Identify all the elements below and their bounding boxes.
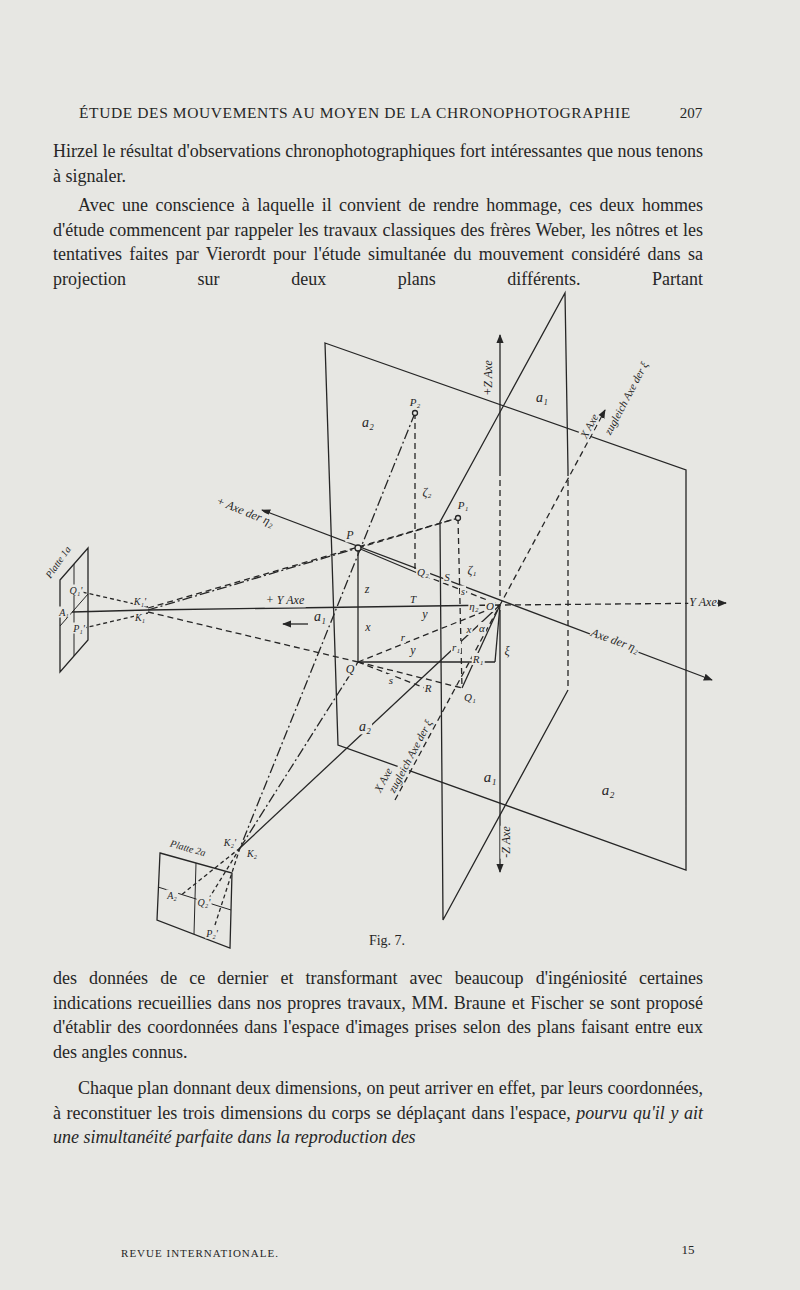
construction-line-part	[148, 548, 358, 610]
plate-outline-part	[157, 853, 232, 948]
coordinate-label: r₁	[451, 641, 461, 653]
plate-point-label: A₂	[166, 890, 178, 901]
coordinate-label: s	[388, 674, 394, 686]
plane-label: a₂	[601, 782, 616, 799]
point-label: R	[424, 682, 433, 694]
axis-label: -Z Axe	[500, 825, 513, 858]
coordinate-label: s	[460, 586, 466, 597]
plane-label: a₂	[361, 415, 375, 430]
running-head: ÉTUDE DES MOUVEMENTS AU MOYEN DE LA CHRO…	[78, 104, 632, 121]
photo-plate: Platte 2a A₂ Q₂' P₂'	[150, 840, 250, 955]
axis-label: X Axe	[577, 411, 601, 441]
coordinate-label: ζ₂	[421, 486, 432, 499]
projection-plane-part	[567, 470, 568, 690]
coordinate-axis-part	[240, 605, 500, 848]
figure-caption: Fig. 7.	[368, 933, 406, 948]
construction-line-part	[462, 605, 500, 688]
plate-title: Platte 2a	[168, 837, 208, 858]
point-label: R₁	[472, 653, 485, 665]
coordinate-axis-part	[283, 623, 308, 624]
construction-line-part	[358, 662, 430, 690]
point-marker-part	[413, 411, 418, 416]
construction-line-part	[214, 848, 240, 928]
journal-footer: REVUE INTERNATIONALE.	[120, 1247, 280, 1259]
point-marker-part	[456, 516, 461, 521]
coordinate-label: z	[364, 583, 371, 596]
plate-title: Platte 1a	[42, 543, 73, 581]
distance-label: a₂	[358, 719, 372, 734]
point-label: P	[345, 529, 354, 542]
point-label: Q₁	[463, 691, 477, 703]
construction-line-part	[82, 592, 148, 607]
axis-label: Y Axe	[688, 596, 717, 609]
origin-label: O	[485, 600, 495, 612]
lens-label: K₂'	[223, 837, 237, 848]
construction-line-part	[240, 662, 358, 848]
projection-plane-part	[440, 293, 568, 920]
plate-point-label: Q₂'	[197, 897, 212, 908]
plane-label: a₁	[535, 390, 549, 405]
construction-line-part	[358, 548, 415, 572]
coordinate-label: y	[409, 644, 416, 657]
axis-label: + Y Axe	[265, 594, 306, 607]
axis-label: Axe der η₂	[588, 626, 641, 656]
coordinate-axis-part	[499, 335, 500, 470]
coordinate-label: η₂	[468, 600, 479, 612]
plate-point-label: A₁	[58, 607, 70, 618]
axis-label: zugleich Axe der ξ	[385, 717, 434, 796]
axis-label: +Z Axe	[482, 359, 495, 397]
plate-point-label: P₁'	[72, 623, 86, 634]
photo-plate: Platte 1a Q₁' A₁P₁'	[45, 540, 95, 680]
coordinate-label: ζ₁	[466, 564, 477, 577]
point-label: Q₂	[416, 566, 430, 578]
lens-label: K₁	[134, 612, 146, 623]
distance-label: a₁	[313, 609, 327, 624]
point-label: P₂	[409, 396, 422, 408]
body-paragraph: Avec une conscience à laquelle il convie…	[53, 193, 703, 291]
body-paragraph: Chaque plan donnant deux dimensions, on …	[53, 1076, 703, 1150]
point-label: S	[443, 571, 451, 583]
construction-line-part	[414, 413, 415, 572]
coordinate-label: ξ	[503, 645, 510, 658]
signature-number: 15	[681, 1243, 696, 1257]
construction-line	[72, 413, 500, 928]
construction-line-part	[148, 518, 458, 608]
construction-line-part	[458, 518, 462, 688]
coordinate-label: r	[400, 631, 406, 643]
coordinate-axis	[148, 335, 726, 872]
plate-point-label: P₂'	[205, 928, 219, 939]
plane-label: a₁	[483, 769, 498, 786]
axis-label: zugleich Axe der ξ	[601, 359, 650, 438]
lens-label: K₁'	[133, 596, 147, 607]
body-paragraph: Hirzel le résultat d'observations chrono…	[53, 139, 703, 188]
axis-label: + Axe der η₂	[213, 494, 276, 530]
coordinate-axis-part	[395, 410, 605, 800]
coordinate-axis-part	[262, 510, 712, 680]
point-label: T	[409, 593, 417, 605]
plate-outline-part	[74, 564, 75, 656]
point-marker-part	[355, 545, 361, 551]
point-label: P₁	[457, 499, 470, 511]
construction-line-part	[208, 848, 240, 900]
coordinate-axis-part	[499, 470, 500, 600]
construction-line-part	[357, 548, 358, 662]
plate-point-label: Q₁'	[69, 585, 84, 596]
construction-line-part	[358, 662, 462, 688]
coordinate-label: y	[421, 608, 428, 621]
coordinate-label: x	[364, 621, 371, 634]
geometry-figure-part	[72, 293, 726, 928]
point-marker	[355, 411, 461, 552]
page-number: 207	[679, 105, 704, 122]
coordinate-label: x	[466, 623, 473, 635]
body-paragraph: des données de ce dernier et transforman…	[53, 966, 703, 1064]
lens-label: K₂	[246, 848, 258, 859]
angle-label: α	[478, 622, 486, 634]
point-label: Q	[345, 663, 356, 676]
